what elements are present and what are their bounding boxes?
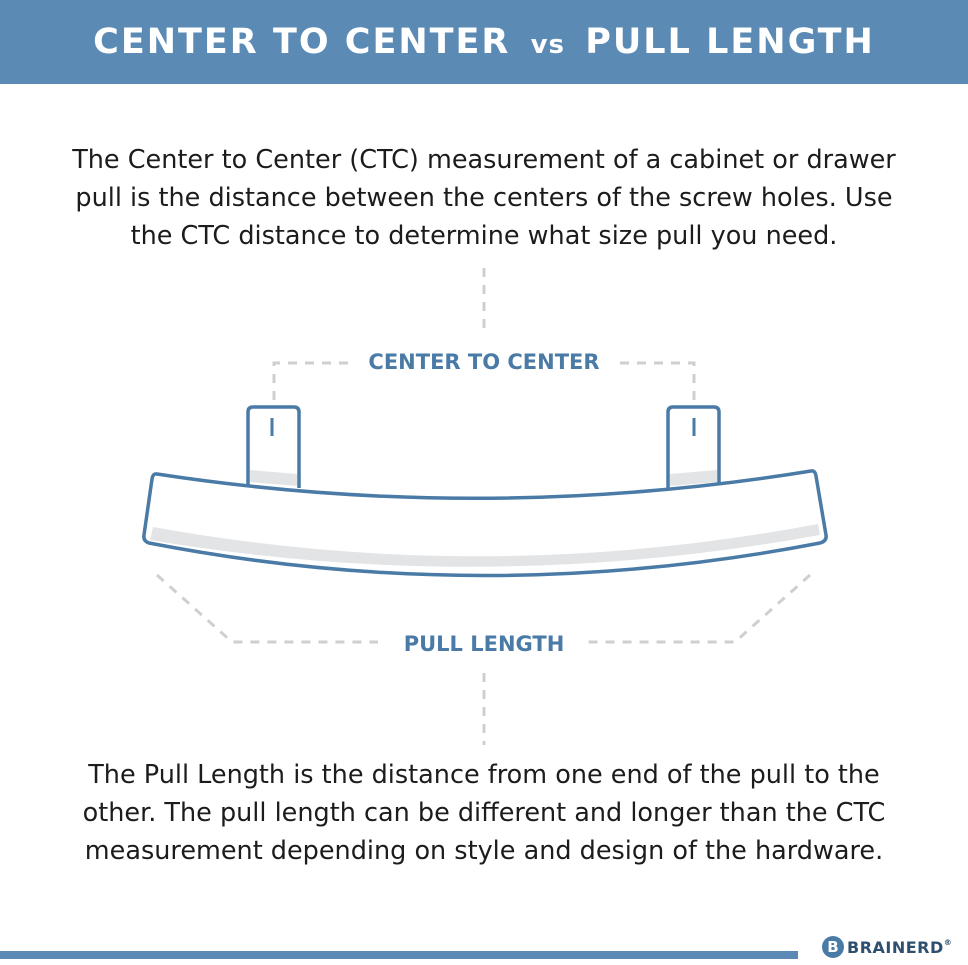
brand-mark-icon: B — [822, 936, 844, 958]
right-post — [666, 405, 721, 488]
left-post — [246, 405, 301, 488]
ctc-explanation-line: The Center to Center (CTC) measurement o… — [72, 145, 896, 175]
pull-length-explanation-line: other. The pull length can be different … — [82, 798, 886, 828]
brand-name-text: BRAINERD — [847, 937, 944, 957]
ctc-explanation-line: the CTC distance to determine what size … — [130, 221, 838, 251]
ctc-explanation: The Center to Center (CTC) measurement o… — [0, 141, 968, 255]
brand-name: BRAINERD® — [847, 938, 952, 957]
title-vs: vs — [530, 30, 566, 60]
title-pull-length: PULL LENGTH — [585, 22, 875, 62]
ctc-label: CENTER TO CENTER — [368, 350, 600, 374]
page-title: CENTER TO CENTER vs PULL LENGTH — [93, 22, 875, 62]
pull-length-explanation: The Pull Length is the distance from one… — [0, 756, 968, 870]
left-post-shadow — [250, 470, 297, 486]
pull-length-label: PULL LENGTH — [403, 632, 565, 656]
title-ctc: CENTER TO CENTER — [93, 22, 511, 62]
pull-length-explanation-line: The Pull Length is the distance from one… — [88, 760, 880, 790]
ctc-bracket-right — [620, 361, 696, 402]
pull-length-explanation-line: measurement depending on style and desig… — [84, 836, 884, 866]
header-banner: CENTER TO CENTER vs PULL LENGTH — [0, 0, 968, 84]
brand-logo: B BRAINERD® — [822, 936, 952, 958]
right-post-shadow — [670, 470, 717, 486]
ctc-bracket-left — [272, 361, 348, 402]
pull-handle-shadow — [150, 524, 820, 567]
ctc-explanation-line: pull is the distance between the centers… — [75, 183, 893, 213]
registered-mark: ® — [943, 937, 953, 947]
footer-bar — [0, 951, 798, 959]
